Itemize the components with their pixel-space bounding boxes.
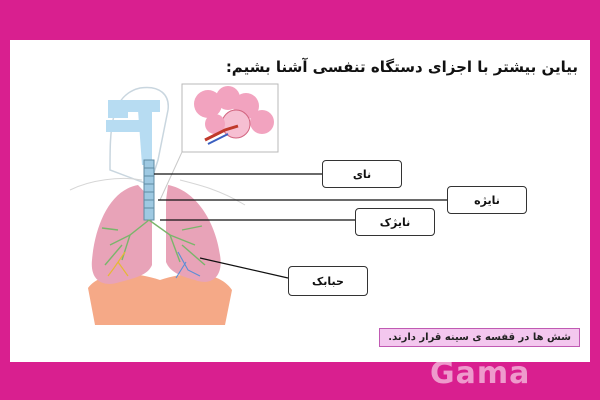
right-lung: [166, 185, 221, 282]
label-trachea: نای: [322, 160, 402, 188]
leader-alveolus: [199, 257, 289, 279]
label-bronchus: نایژه: [447, 186, 527, 214]
shoulder-line: [179, 179, 246, 206]
left-lung: [91, 185, 152, 284]
trachea: [143, 159, 155, 221]
label-bronchiole: نایژک: [355, 208, 435, 236]
nasal-cavity: [108, 100, 160, 118]
lungs-location-note: شش ها در قفسه ی سینه قرار دارند.: [379, 328, 580, 347]
slide-title: بیاین بیشتر با اجزای دستگاه تنفسی آشنا ب…: [225, 58, 578, 76]
gama-watermark: Gama: [430, 356, 531, 391]
pharynx: [138, 110, 152, 165]
alveoli-inset: [181, 83, 279, 153]
diaphragm: [88, 273, 232, 325]
neck-line: [69, 177, 143, 191]
bronchial-tree: [101, 219, 206, 266]
bronchioles-blue: [175, 251, 201, 279]
slide-panel: بیاین بیشتر با اجزای دستگاه تنفسی آشنا ب…: [10, 40, 590, 362]
inset-callout-line: [159, 151, 183, 201]
bronchioles-highlight: [107, 251, 129, 277]
head-outline: [109, 86, 169, 186]
respiratory-system-diagram: [69, 83, 447, 325]
label-alveolus: حبابک: [288, 266, 368, 296]
